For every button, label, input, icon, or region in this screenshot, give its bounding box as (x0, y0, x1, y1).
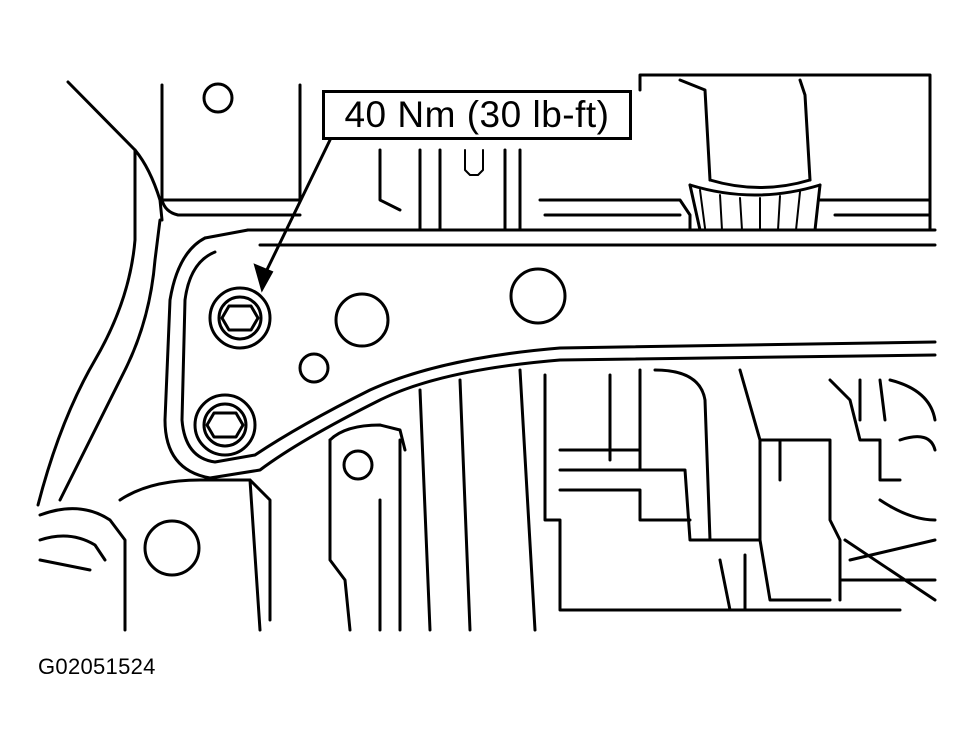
crossmember-hole-large (334, 292, 390, 348)
lower-bolt (193, 393, 257, 457)
crossmember (163, 228, 937, 480)
torque-callout: 40 Nm (30 lb-ft) (322, 90, 632, 140)
figure-id-label: G02051524 (38, 654, 156, 679)
lower-left-lug (118, 478, 272, 632)
lug-hole (143, 519, 201, 577)
torque-callout-arrow (253, 138, 332, 293)
lower-body-hole (342, 449, 374, 481)
transmission-body (328, 368, 937, 632)
upper-housing-hole (202, 82, 234, 114)
upper-bolt (208, 286, 272, 350)
upper-components (378, 73, 932, 232)
torque-spec-label: 40 Nm (30 lb-ft) (344, 94, 610, 135)
housing-outline (36, 80, 302, 632)
crossmember-hole-small (298, 352, 330, 384)
crossmember-hole-right (509, 267, 567, 325)
